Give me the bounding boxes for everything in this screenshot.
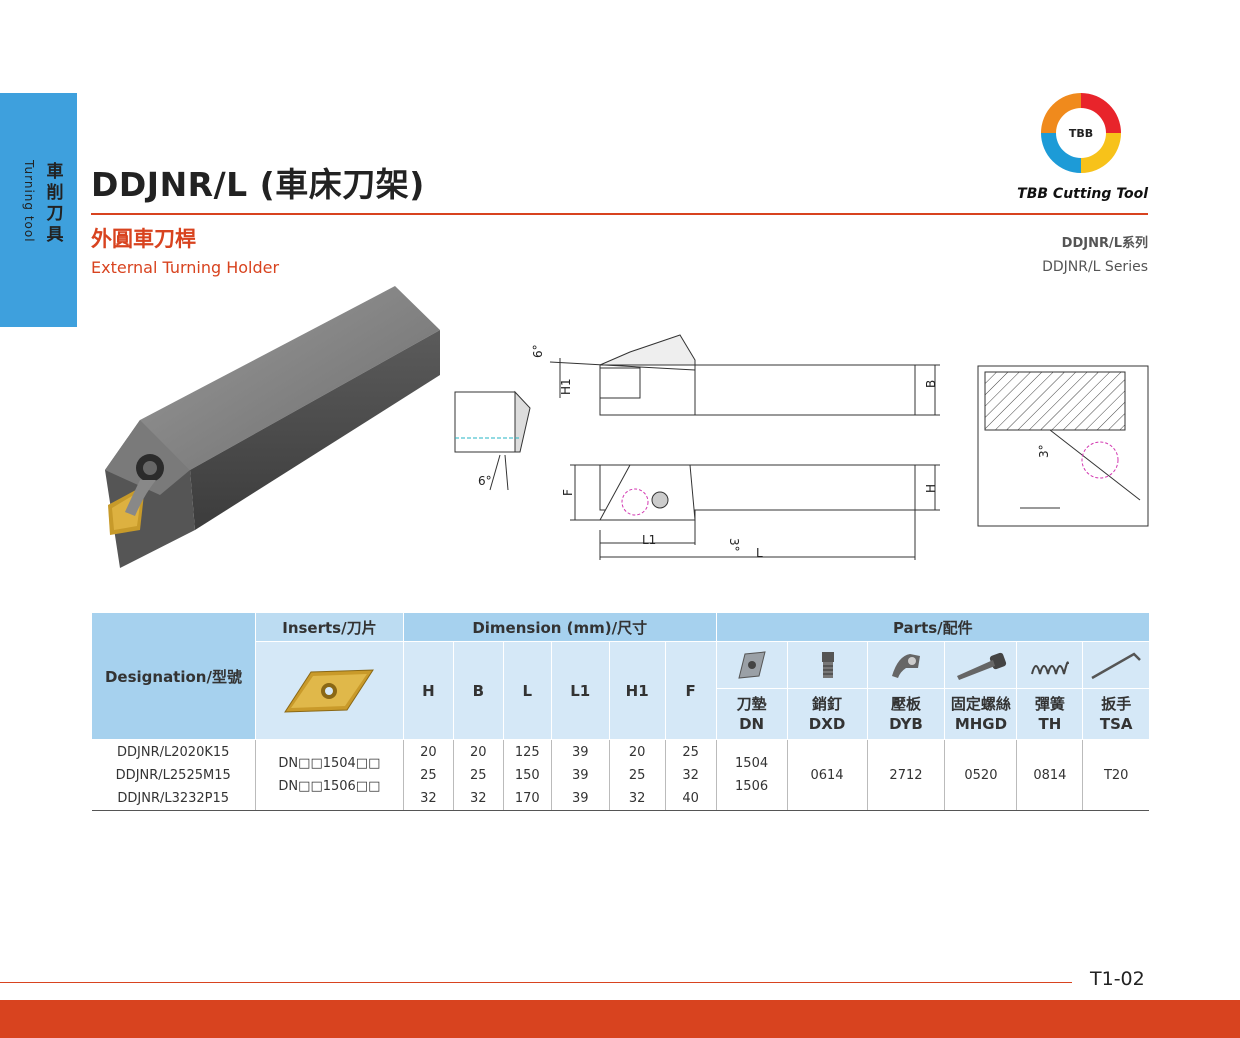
side-tab [0, 93, 77, 327]
pin-screw-icon [822, 652, 835, 678]
part-icon-dxd [786, 641, 867, 689]
part-tsa-cell: T20 [1082, 739, 1149, 811]
b-label: B [924, 380, 938, 388]
clamp-icon [891, 654, 920, 678]
page-number: T1-02 [1090, 968, 1145, 990]
spec-table: Designation/型號 Inserts/刀片 Dimension (mm)… [91, 613, 1149, 811]
dim-col-l: L [502, 641, 552, 740]
angle-3-label: 3° [727, 538, 741, 552]
part-icon-mhgd [944, 641, 1017, 689]
f-label: F [561, 489, 575, 496]
part-dyb-cell: 2712 [866, 739, 945, 811]
dim-col-h1: H1 [608, 641, 666, 740]
page-title: DDJNR/L (車床刀架) [91, 165, 425, 204]
footer-bar [0, 1000, 1240, 1038]
tbb-logo-icon: TBB [1041, 93, 1121, 173]
part-dxd-cell: 0614 [786, 739, 867, 811]
part-mhgd-cell: 0520 [944, 739, 1017, 811]
l1-label: L1 [642, 533, 656, 547]
subtitle-english: External Turning Holder [91, 258, 280, 277]
brand-name: TBB Cutting Tool [1017, 186, 1148, 202]
spring-icon [1030, 661, 1069, 675]
tool-holder-photo [105, 286, 440, 568]
side-tab-chinese: 車削刀具 [46, 162, 64, 245]
part-icon-dn [715, 641, 788, 689]
dim-col-h: H [402, 641, 454, 740]
wrench-icon [1091, 652, 1142, 680]
footer-divider [0, 982, 1072, 983]
h-label: H [924, 484, 938, 493]
series-chinese: DDJNR/L系列 [1061, 236, 1148, 251]
angle-6-top-label: 6° [531, 344, 545, 358]
insert-image [254, 641, 404, 740]
insert-icon [284, 668, 375, 713]
insert-seat-icon [737, 651, 766, 679]
designation-header: Designation/型號 [91, 613, 256, 740]
technical-drawing: 6° H1 B 6° F L1 3° L H 3° [454, 334, 1149, 560]
h1-label: H1 [559, 378, 573, 395]
part-icon-dyb [866, 641, 945, 689]
inserts-header: Inserts/刀片 [254, 613, 404, 642]
dim-col-l1: L1 [550, 641, 610, 740]
part-icon-tsa [1082, 641, 1149, 689]
hex-screw-icon [956, 652, 1007, 680]
series-english: DDJNR/L Series [1042, 259, 1148, 275]
part-th-cell: 0814 [1016, 739, 1083, 811]
side-tab-english: Turning tool [22, 160, 36, 243]
angle-3-detail-label: 3° [1037, 444, 1051, 458]
subtitle-chinese: 外圓車刀桿 [91, 227, 196, 251]
insert-cell: DN□□1504□□DN□□1506□□ [254, 739, 404, 811]
dimension-header: Dimension (mm)/尺寸 [402, 613, 717, 642]
angle-6-side-label: 6° [478, 474, 492, 488]
logo-text: TBB [1069, 127, 1093, 140]
part-icon-th [1016, 641, 1083, 689]
header-divider [91, 213, 1148, 215]
dim-col-f: F [664, 641, 717, 740]
l-label: L [756, 546, 763, 560]
dim-col-b: B [452, 641, 504, 740]
parts-header: Parts/配件 [715, 613, 1149, 642]
